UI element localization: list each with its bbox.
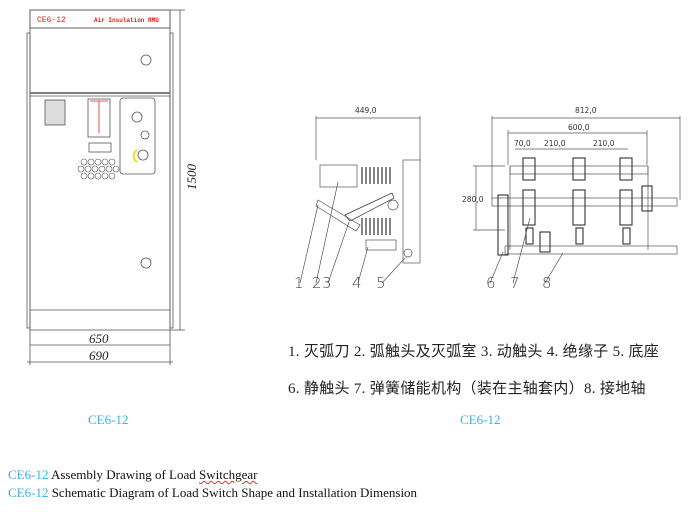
switch-front-view (473, 116, 681, 284)
parts-legend-line-1: 1. 灭弧刀 2. 弧触头及灭弧室 3. 动触头 4. 绝缘子 5. 底座 (288, 344, 660, 360)
height-dim-280: 280,0 (462, 195, 484, 204)
offset-dim: 70,0 (514, 139, 531, 148)
cabinet-drawing (26, 9, 185, 365)
earth-indicator-icon (132, 149, 138, 163)
footer-line-2-model: CE6-12 (8, 485, 49, 500)
footer-line-1-spellcheck-word: Switchgear (199, 467, 258, 482)
cabinet-model-label: CE6-12 (37, 16, 66, 25)
footer-line-2: CE6-12 Schematic Diagram of Load Switch … (8, 485, 417, 501)
width-dim-690: 690 (89, 348, 109, 363)
side-width-dim: 449,0 (355, 106, 377, 115)
part-number-8: 8 (542, 274, 552, 292)
footer-line-1-text: Assembly Drawing of Load (48, 467, 200, 482)
switch-side-view (299, 116, 421, 284)
pitch-dim-1: 210,0 (544, 139, 566, 148)
footer-line-1-model: CE6-12 (8, 467, 49, 482)
pitch-dim-2: 210,0 (593, 139, 615, 148)
parts-legend-line-2: 6. 静触头 7. 弹簧储能机构（装在主轴套内）8. 接地轴 (288, 381, 646, 397)
cabinet-outline (29, 9, 171, 331)
vent-holes-icon (77, 158, 120, 180)
part-number-2: 2 (312, 274, 322, 292)
part-number-5: 5 (376, 274, 386, 292)
footer-line-2-text: Schematic Diagram of Load Switch Shape a… (48, 485, 418, 500)
operating-hole-icon (131, 111, 143, 123)
meter-icon (44, 99, 66, 126)
counter-icon (88, 142, 112, 153)
operating-panel (119, 97, 156, 175)
width-dim-650: 650 (89, 331, 109, 346)
switch-caption: CE6-12 (460, 412, 501, 427)
part-number-7: 7 (510, 274, 520, 292)
cabinet-header-text: Air Insulation RMU (94, 17, 159, 24)
upper-window-icon (140, 54, 152, 66)
part-number-1: 1 (294, 274, 304, 292)
part-number-6: 6 (486, 274, 496, 292)
front-width-dim: 812,0 (575, 106, 597, 115)
footer-line-1: CE6-12 Assembly Drawing of Load Switchge… (8, 467, 258, 483)
cabinet-caption: CE6-12 (88, 412, 129, 427)
part-number-4: 4 (352, 274, 362, 292)
pole-span-dim: 600,0 (568, 123, 590, 132)
mimic-diagram (87, 98, 111, 138)
part-number-3: 3 (322, 274, 332, 292)
height-dim-1500: 1500 (184, 164, 199, 191)
